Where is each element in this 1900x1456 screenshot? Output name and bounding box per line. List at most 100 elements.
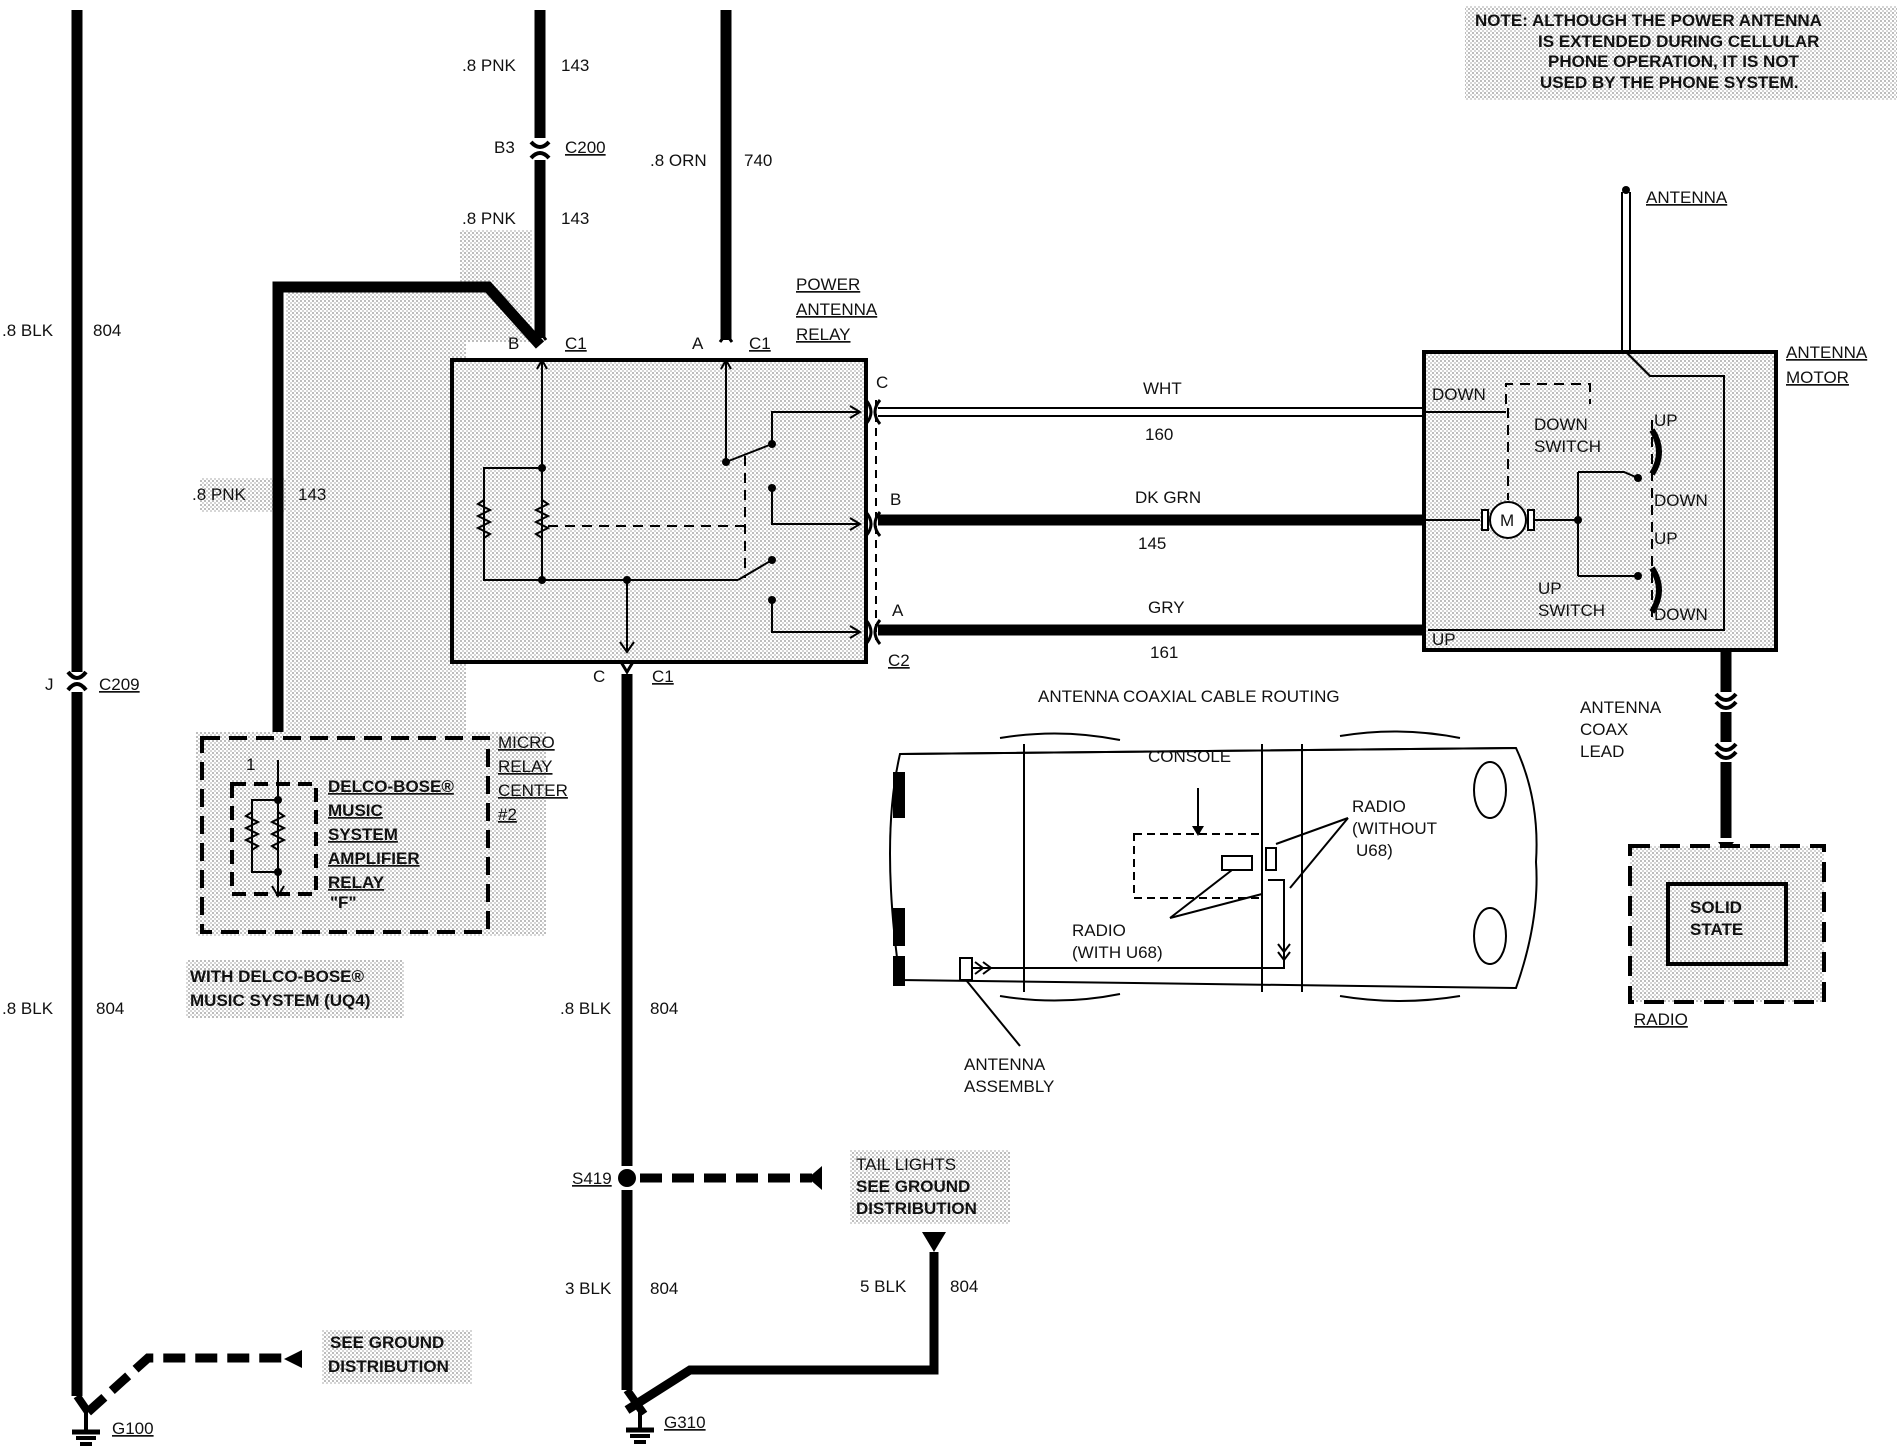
up-switch-2: SWITCH [1538, 601, 1605, 620]
pnk-circuit-2: 143 [561, 209, 589, 228]
bose-relay-1: DELCO-BOSE® [328, 777, 454, 796]
solid-state-1: SOLID [1690, 898, 1742, 917]
gry-label: GRY [1148, 598, 1185, 617]
radio-without-3: U68) [1356, 841, 1393, 860]
c209-label: C209 [99, 675, 140, 694]
bose-relay-3: SYSTEM [328, 825, 398, 844]
note-line-1: NOTE: ALTHOUGH THE POWER ANTENNA [1475, 11, 1822, 30]
relay-pin-c-out: C [876, 373, 888, 392]
pnk-circuit-3: 143 [298, 485, 326, 504]
bose-pin-1: 1 [246, 755, 255, 774]
us-down: DOWN [1654, 605, 1708, 624]
radio-with-2: (WITH U68) [1072, 943, 1163, 962]
bose-relay-4: AMPLIFIER [328, 849, 420, 868]
relay-pin-a-out: A [892, 601, 904, 620]
relay-pin-a: A [692, 334, 704, 353]
coax-lead-2: COAX [1580, 720, 1628, 739]
gry-circuit: 161 [1150, 643, 1178, 662]
left-ground-wire [66, 10, 92, 1415]
relay-pin-c-bottom: C [593, 667, 605, 686]
center-circuit-bottom: 804 [650, 1279, 678, 1298]
relay-c1-b: C1 [565, 334, 587, 353]
radio-with-1: RADIO [1072, 921, 1126, 940]
car-outline [889, 730, 1538, 1047]
routing-title: ANTENNA COAXIAL CABLE ROUTING [1038, 687, 1340, 706]
wht-circuit: 160 [1145, 425, 1173, 444]
g310-ground-icon [626, 1412, 654, 1444]
micro-relay-2: RELAY [498, 757, 553, 776]
left-ground-arrow [284, 1350, 302, 1368]
left-wire-circuit-top: 804 [93, 321, 121, 340]
relay-pin-b: B [508, 334, 519, 353]
up-switch-1: UP [1538, 579, 1562, 598]
c209-pin: J [45, 675, 54, 694]
coax-lead-1: ANTENNA [1580, 698, 1662, 717]
dkgrn-label: DK GRN [1135, 488, 1201, 507]
radio-label: RADIO [1634, 1010, 1688, 1029]
relay-c1-a: C1 [749, 334, 771, 353]
note-line-2: IS EXTENDED DURING CELLULAR [1538, 32, 1819, 51]
micro-relay-3: CENTER [498, 781, 568, 800]
antenna-motor [1422, 350, 1778, 652]
g100-label: G100 [112, 1419, 154, 1438]
motor-m: M [1500, 511, 1514, 530]
motor-down-term: DOWN [1432, 385, 1486, 404]
radio-without-2: (WITHOUT [1352, 819, 1437, 838]
us-up: UP [1654, 529, 1678, 548]
note-line-4: USED BY THE PHONE SYSTEM. [1540, 73, 1799, 92]
ds-down: DOWN [1654, 491, 1708, 510]
relay-c2: C2 [888, 651, 910, 670]
radio-without-1: RADIO [1352, 797, 1406, 816]
pnk-gauge-2: .8 PNK [462, 209, 517, 228]
ds-up: UP [1654, 411, 1678, 430]
g310-label: G310 [664, 1413, 706, 1432]
bose-relay-2: MUSIC [328, 801, 383, 820]
pnk-circuit-1: 143 [561, 56, 589, 75]
relay-label-2: ANTENNA [796, 300, 878, 319]
power-antenna-relay [450, 358, 868, 664]
c200-label: C200 [565, 138, 606, 157]
tail-lights-3: DISTRIBUTION [856, 1199, 977, 1218]
antenna-assembly-2: ASSEMBLY [964, 1077, 1054, 1096]
micro-relay-center [196, 732, 546, 936]
pnk-gauge-1: .8 PNK [462, 56, 517, 75]
bose-relay-6: "F" [330, 893, 357, 912]
relay-c1-c: C1 [652, 667, 674, 686]
dkgrn-circuit: 145 [1138, 534, 1166, 553]
right-gauge: 5 BLK [860, 1277, 907, 1296]
bose-relay-5: RELAY [328, 873, 385, 892]
see-ground-line-1: SEE GROUND [330, 1333, 444, 1352]
bose-option-1: WITH DELCO-BOSE® [190, 967, 364, 986]
center-gauge-top: .8 BLK [560, 999, 612, 1018]
antenna-assembly-1: ANTENNA [964, 1055, 1046, 1074]
console-label: CONSOLE [1148, 747, 1231, 766]
left-wire-gauge-top: .8 BLK [2, 321, 54, 340]
wht-label: WHT [1143, 379, 1182, 398]
antenna-label: ANTENNA [1646, 188, 1728, 207]
motor-label-2: MOTOR [1786, 368, 1849, 387]
note-line-3: PHONE OPERATION, IT IS NOT [1548, 52, 1800, 71]
down-switch-1: DOWN [1534, 415, 1588, 434]
motor-label-1: ANTENNA [1786, 343, 1868, 362]
c200-pin: B3 [494, 138, 515, 157]
pnk-gauge-3: .8 PNK [192, 485, 247, 504]
solid-state-2: STATE [1690, 920, 1743, 939]
tail-lights-1: TAIL LIGHTS [856, 1155, 956, 1174]
center-circuit-top: 804 [650, 999, 678, 1018]
relay-label-1: POWER [796, 275, 860, 294]
bose-option-2: MUSIC SYSTEM (UQ4) [190, 991, 370, 1010]
s419-label: S419 [572, 1169, 612, 1188]
left-wire-gauge-bottom: .8 BLK [2, 999, 54, 1018]
see-ground-line-2: DISTRIBUTION [328, 1357, 449, 1376]
center-gauge-bottom: 3 BLK [565, 1279, 612, 1298]
down-switch-2: SWITCH [1534, 437, 1601, 456]
g100-ground-icon [72, 1412, 100, 1446]
note-box: NOTE: ALTHOUGH THE POWER ANTENNA IS EXTE… [1465, 6, 1897, 100]
orn-circuit: 740 [744, 151, 772, 170]
relay-pin-b-out: B [890, 490, 901, 509]
tail-lights-2: SEE GROUND [856, 1177, 970, 1196]
relay-label-3: RELAY [796, 325, 851, 344]
left-wire-circuit-bottom: 804 [96, 999, 124, 1018]
motor-up-term: UP [1432, 630, 1456, 649]
